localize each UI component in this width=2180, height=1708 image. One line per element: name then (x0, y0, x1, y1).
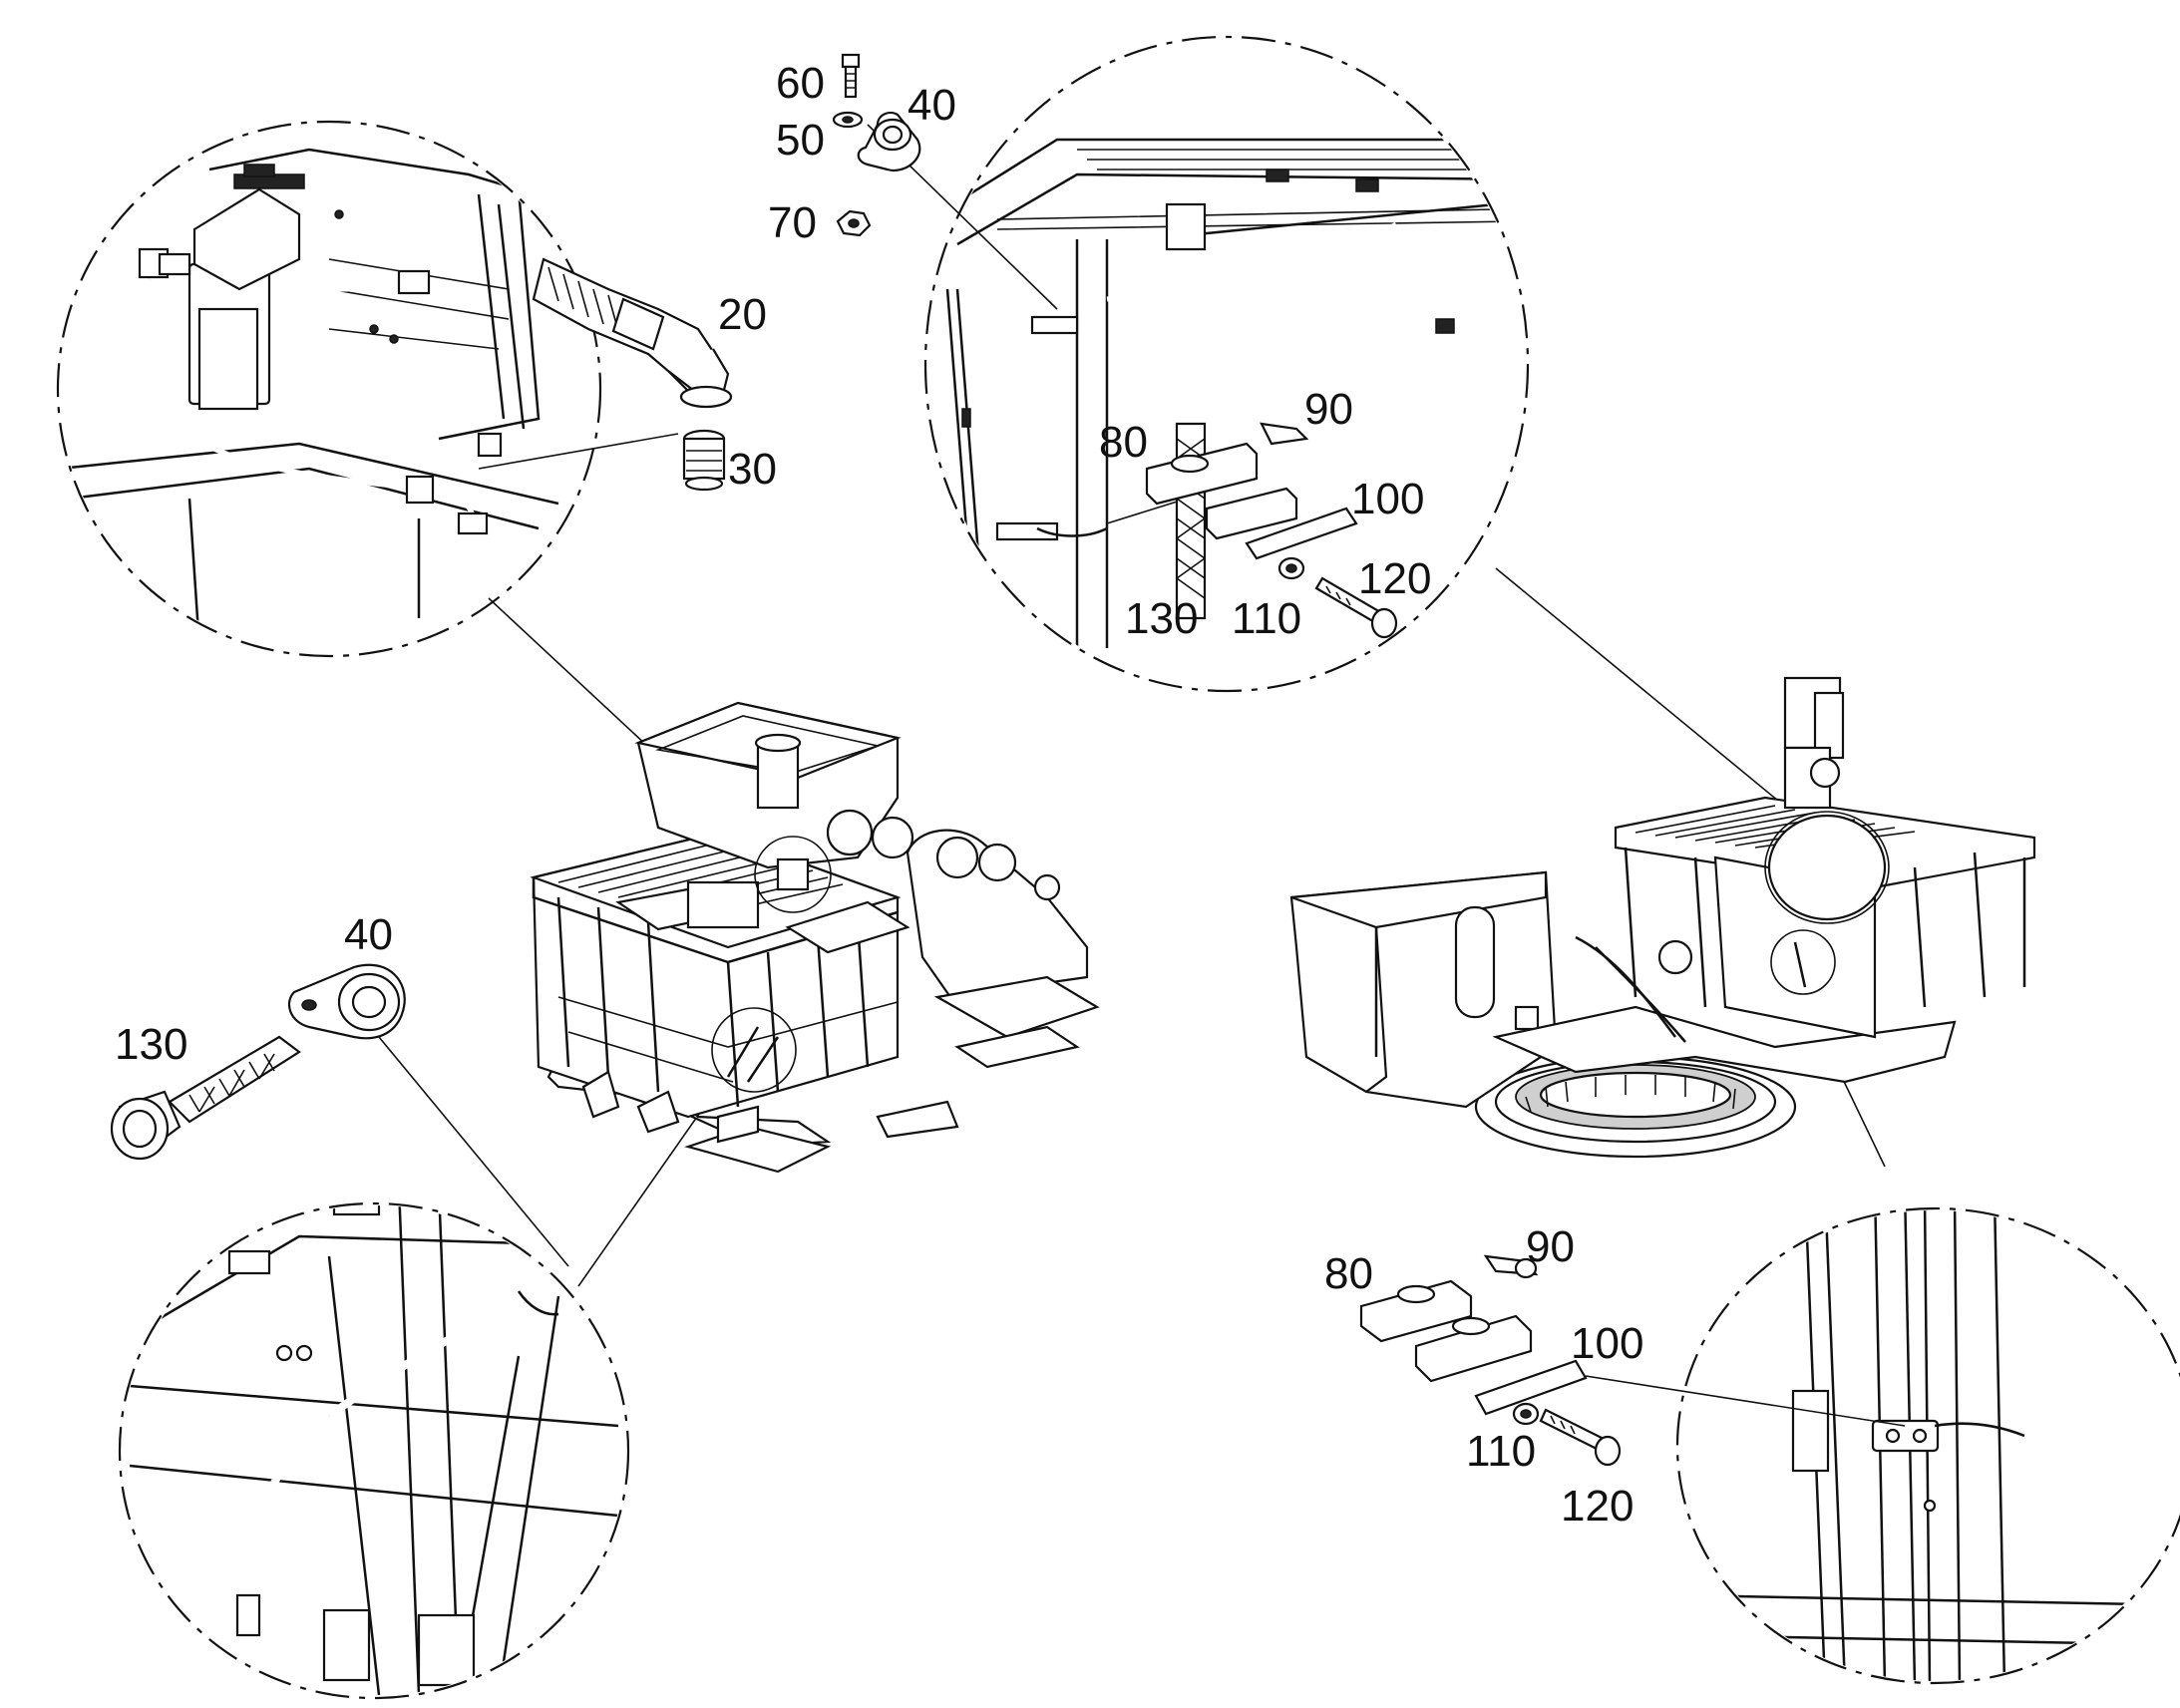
clamp-block-part (1145, 442, 1259, 506)
hose-part (168, 1035, 301, 1124)
callout-label: 30 (728, 445, 777, 494)
callout-label: 40 (344, 910, 393, 959)
exploded-parts-top-middle (1145, 422, 1398, 639)
callout-label: 50 (776, 116, 825, 165)
callout-label: 110 (1466, 1427, 1536, 1476)
exploded-parts-bottom-right (1359, 1254, 1622, 1467)
detail-view-filter-hose (56, 120, 602, 658)
detail-circle (1675, 1206, 2180, 1685)
callout-labels: 60 50 40 70 20 30 80 90 100 120 130 110 … (115, 59, 1643, 1531)
callout-label: 130 (115, 1020, 187, 1069)
detail-circle (56, 120, 602, 658)
callout-label: 110 (1232, 594, 1301, 643)
exploded-parts-top-left (532, 53, 921, 492)
plate-part (1245, 507, 1358, 560)
callout-label: 120 (1358, 554, 1431, 603)
callout-label: 40 (908, 81, 956, 130)
callout-label: 80 (1324, 1249, 1373, 1298)
detail-view-hose-clamp-top (923, 35, 1530, 693)
callout-label: 100 (1351, 475, 1424, 523)
pin-part (1260, 422, 1309, 446)
detail-view-hose-lower (118, 1201, 630, 1700)
callout-label: 90 (1304, 385, 1353, 434)
frame-assembly-right (1289, 676, 2036, 1159)
callout-label: 90 (1526, 1222, 1575, 1271)
callout-label: 20 (718, 290, 767, 339)
detail-view-hose-clamp-right (1675, 1206, 2180, 1685)
callout-label: 60 (776, 59, 825, 108)
detail-circle (923, 35, 1530, 693)
leader-lines (378, 124, 1906, 1427)
callout-label: 120 (1561, 1482, 1634, 1531)
plate-part (1474, 1359, 1588, 1416)
exploded-parts-bottom-left (110, 963, 406, 1161)
frame-assembly-left (530, 701, 1100, 1174)
screw-part (841, 53, 861, 69)
callout-label: 70 (768, 198, 817, 247)
callout-label: 100 (1571, 1319, 1643, 1368)
callout-label: 80 (1099, 418, 1148, 467)
clamp-block-part (1359, 1279, 1473, 1343)
detail-circle (118, 1201, 630, 1700)
callout-label: 130 (1125, 594, 1198, 643)
